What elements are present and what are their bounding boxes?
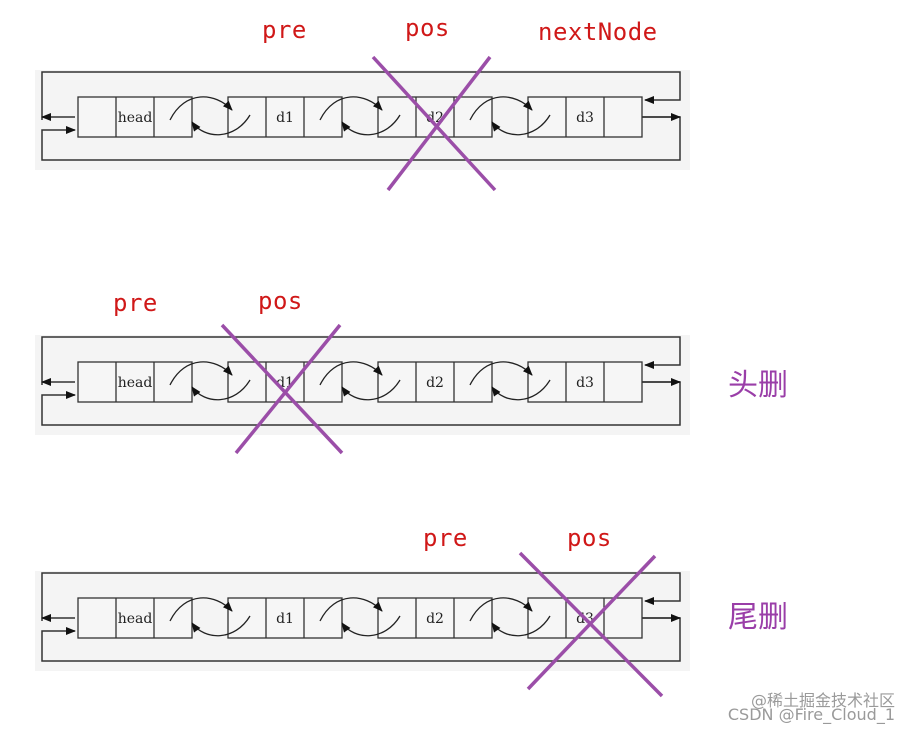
watermark-line-2: CSDN @Fire_Cloud_1 [727, 705, 895, 724]
node-label: head [118, 611, 153, 627]
node-label: d1 [276, 611, 294, 627]
node-d1: d1 [227, 361, 343, 403]
next-link [169, 96, 233, 121]
delete-cross [518, 551, 664, 698]
pointer-label-pre: pre [423, 524, 468, 552]
list-row-3: head d1 d2 d3 [35, 551, 690, 698]
list-row-2: head d1 d2 d3 [35, 323, 690, 455]
wrap-pointer-top [41, 71, 681, 120]
node-label: d2 [426, 611, 444, 627]
list-row-1: head d1 d2 d3 [35, 55, 690, 192]
node-d3: d3 [527, 361, 643, 403]
node-label: d1 [276, 110, 294, 126]
operation-label-head-delete: 头删 [728, 368, 788, 403]
pointer-label-nextnode: nextNode [538, 18, 658, 46]
next-link [469, 96, 533, 121]
node-d2: d2 [377, 597, 493, 639]
pointer-label-pre: pre [113, 289, 158, 317]
pointer-label-pre: pre [262, 16, 307, 44]
node-d2: d2 [377, 361, 493, 403]
prev-link [191, 114, 251, 136]
delete-cross [220, 323, 344, 455]
next-link [319, 96, 383, 121]
pointer-label-pos: pos [405, 14, 450, 42]
prev-link [341, 114, 401, 136]
prev-link [491, 114, 551, 136]
pointer-label-pos: pos [567, 524, 612, 552]
node-label: head [118, 375, 153, 391]
node-d3: d3 [527, 96, 643, 138]
node-d1: d1 [227, 96, 343, 138]
pointer-label-pos: pos [258, 287, 303, 315]
node-d1: d1 [227, 597, 343, 639]
node-head: head [77, 361, 193, 403]
node-label: head [118, 110, 153, 126]
watermark-line-1: @稀土掘金技术社区 [750, 691, 895, 710]
node-head: head [77, 597, 193, 639]
node-label: d3 [576, 375, 594, 391]
delete-cross [371, 55, 497, 192]
node-label: d2 [426, 375, 444, 391]
operation-label-tail-delete: 尾删 [728, 600, 788, 635]
node-head: head [77, 96, 193, 138]
node-label: d3 [576, 110, 594, 126]
